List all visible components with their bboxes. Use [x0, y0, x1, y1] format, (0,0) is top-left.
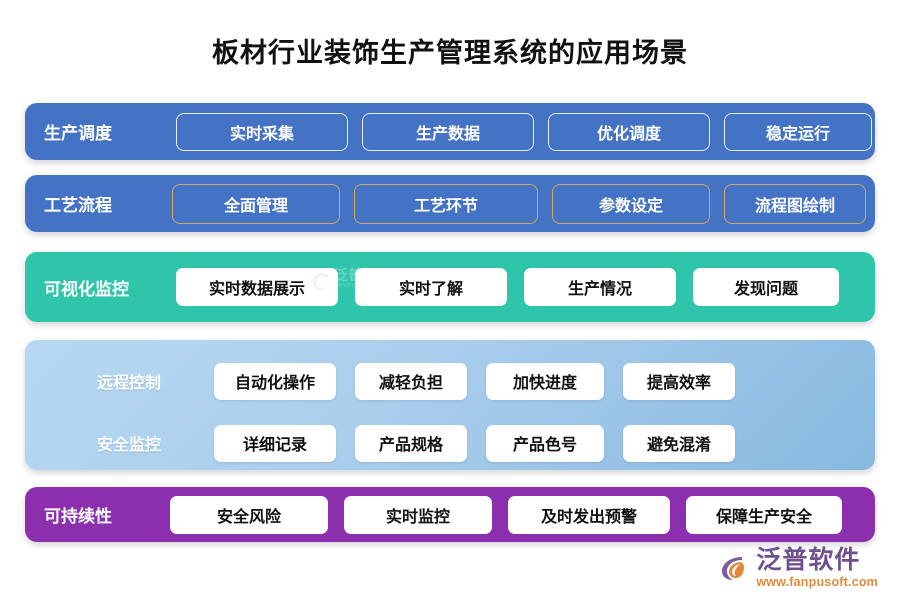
band-label-process: 工艺流程: [44, 196, 112, 215]
chip-remote-3[interactable]: 加快进度: [486, 362, 604, 400]
chip-sustain-2[interactable]: 实时监控: [344, 495, 492, 534]
chip-visual-3[interactable]: 生产情况: [524, 268, 676, 306]
subrow-safety-monitoring: 安全监控 详细记录 产品规格 产品色号 避免混淆: [25, 417, 875, 469]
chip-visual-1[interactable]: 实时数据展示: [176, 268, 338, 306]
chip-safety-4[interactable]: 避免混淆: [623, 424, 735, 462]
chip-remote-1[interactable]: 自动化操作: [214, 362, 336, 400]
chip-process-1[interactable]: 全面管理: [172, 183, 340, 224]
chip-sustain-4[interactable]: 保障生产安全: [686, 495, 842, 534]
chip-process-4[interactable]: 流程图绘制: [724, 183, 866, 224]
band-label-remote-control: 远程控制: [96, 375, 161, 392]
chip-production-1[interactable]: 实时采集: [176, 112, 348, 151]
band-label-visual-monitoring: 可视化监控: [44, 279, 129, 299]
page-title: 板材行业装饰生产管理系统的应用场景: [212, 38, 688, 68]
chip-group-visual: 实时数据展示 实时了解 生产情况 发现问题: [176, 268, 863, 306]
chip-process-3[interactable]: 参数设定: [552, 183, 710, 224]
chip-group-production: 实时采集 生产数据 优化调度 稳定运行: [176, 112, 872, 151]
band-process: 工艺流程 全面管理 工艺环节 参数设定 流程图绘制: [25, 175, 875, 232]
fanpu-logo-icon: [716, 551, 750, 585]
chip-production-3[interactable]: 优化调度: [548, 112, 710, 151]
chip-sustain-3[interactable]: 及时发出预警: [508, 495, 670, 534]
band-remote-and-safety: 远程控制 自动化操作 减轻负担 加快进度 提高效率 安全监控 详细记录 产品规格…: [25, 340, 875, 470]
chip-remote-4[interactable]: 提高效率: [623, 362, 735, 400]
chip-production-4[interactable]: 稳定运行: [724, 112, 872, 151]
chip-remote-2[interactable]: 减轻负担: [355, 362, 467, 400]
brand-logo: 泛普软件 www.fanpusoft.com: [716, 545, 878, 589]
chip-process-2[interactable]: 工艺环节: [354, 183, 538, 224]
band-label-production: 生产调度: [44, 124, 112, 143]
band-sustainability: 可持续性 安全风险 实时监控 及时发出预警 保障生产安全: [25, 487, 875, 542]
band-production: 生产调度 实时采集 生产数据 优化调度 稳定运行: [25, 103, 875, 160]
chip-visual-4[interactable]: 发现问题: [693, 268, 839, 306]
chip-group-safety-monitoring: 详细记录 产品规格 产品色号 避免混淆: [214, 424, 735, 462]
chip-sustain-1[interactable]: 安全风险: [170, 495, 328, 534]
band-label-sustainability: 可持续性: [44, 507, 112, 526]
chip-group-process: 全面管理 工艺环节 参数设定 流程图绘制: [172, 183, 866, 224]
band-label-safety-monitoring: 安全监控: [96, 437, 161, 454]
chip-group-sustainability: 安全风险 实时监控 及时发出预警 保障生产安全: [170, 495, 863, 534]
subrow-remote-control: 远程控制 自动化操作 减轻负担 加快进度 提高效率: [25, 355, 875, 407]
chip-visual-2[interactable]: 实时了解: [355, 268, 507, 306]
chip-safety-2[interactable]: 产品规格: [355, 424, 467, 462]
brand-url: www.fanpusoft.com: [756, 574, 878, 589]
chip-safety-1[interactable]: 详细记录: [214, 424, 336, 462]
brand-name: 泛普软件: [756, 545, 861, 574]
chip-safety-3[interactable]: 产品色号: [486, 424, 604, 462]
brand-logo-text: 泛普软件 www.fanpusoft.com: [756, 545, 878, 589]
chip-group-remote-control: 自动化操作 减轻负担 加快进度 提高效率: [214, 362, 735, 400]
band-visual-monitoring: 可视化监控 实时数据展示 实时了解 生产情况 发现问题: [25, 252, 875, 322]
chip-production-2[interactable]: 生产数据: [362, 112, 534, 151]
